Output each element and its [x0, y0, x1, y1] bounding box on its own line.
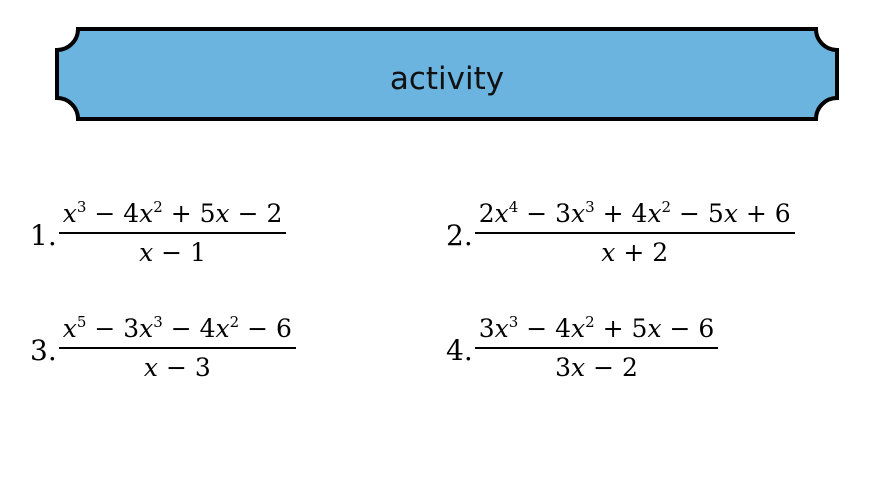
problem-4: 4. 3x3 − 4x2 + 5x − 6 3x − 2: [446, 313, 719, 382]
title-banner: activity: [54, 26, 840, 122]
problem-3: 3. x5 − 3x3 − 4x2 − 6 x − 3: [30, 313, 296, 382]
denominator: 3x − 2: [555, 353, 638, 382]
denominator: x − 3: [143, 353, 211, 382]
fraction-bar: [474, 347, 719, 349]
numerator: x3 − 4x2 + 5x − 2: [62, 198, 283, 228]
problem-number: 3.: [30, 333, 57, 367]
fraction: x3 − 4x2 + 5x − 2 x − 1: [58, 198, 287, 267]
problem-1: 1. x3 − 4x2 + 5x − 2 x − 1: [30, 198, 287, 267]
banner-title: activity: [389, 61, 505, 97]
denominator: x − 1: [139, 238, 206, 267]
fraction-bar: [58, 347, 296, 349]
problem-2: 2. 2x4 − 3x3 + 4x2 − 5x + 6 x + 2: [446, 198, 795, 267]
fraction-bar: [474, 232, 795, 234]
fraction: x5 − 3x3 − 4x2 − 6 x − 3: [58, 313, 296, 382]
numerator: 3x3 − 4x2 + 5x − 6: [478, 313, 715, 343]
numerator: x5 − 3x3 − 4x2 − 6: [62, 313, 292, 343]
problem-number: 4.: [446, 333, 473, 367]
banner-shape: [55, 27, 839, 121]
denominator: x + 2: [601, 238, 669, 267]
numerator: 2x4 − 3x3 + 4x2 − 5x + 6: [478, 198, 791, 228]
fraction: 2x4 − 3x3 + 4x2 − 5x + 6 x + 2: [474, 198, 795, 267]
problem-number: 2.: [446, 218, 473, 252]
fraction-bar: [58, 232, 287, 234]
fraction: 3x3 − 4x2 + 5x − 6 3x − 2: [474, 313, 719, 382]
problem-number: 1.: [30, 218, 57, 252]
